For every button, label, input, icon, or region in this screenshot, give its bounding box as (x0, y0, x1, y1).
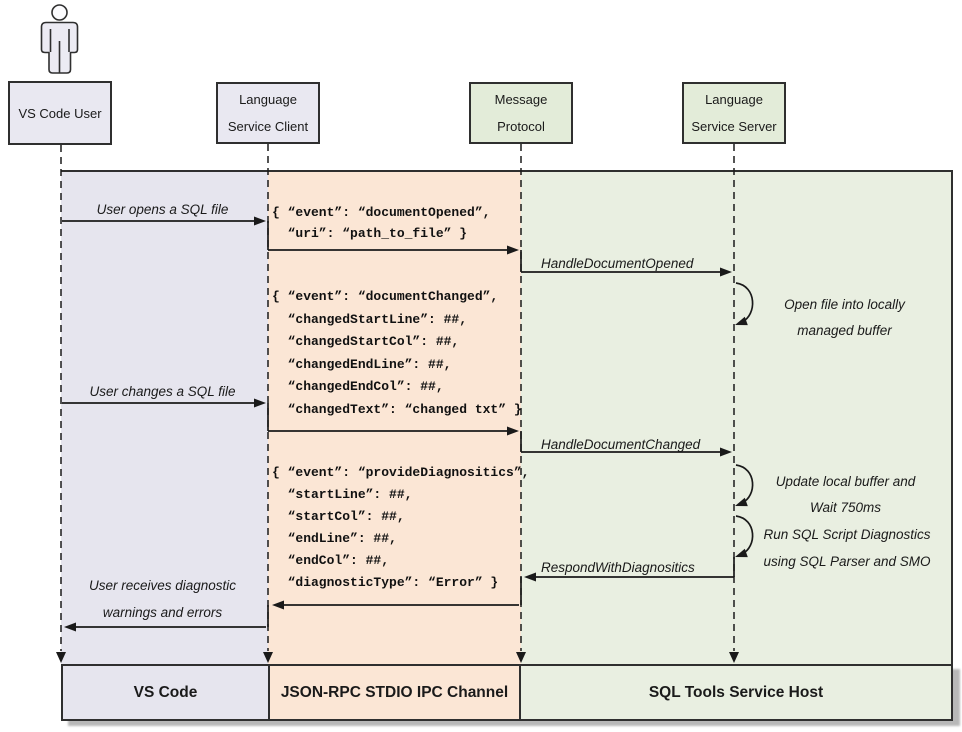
footer-box-ipc-channel: JSON-RPC STDIO IPC Channel (268, 666, 521, 719)
actor-label: Message (494, 92, 548, 107)
lane-top-border (61, 170, 953, 172)
actor-label: Protocol (497, 119, 545, 134)
footer-label: SQL Tools Service Host (648, 683, 824, 701)
footer-label: VS Code (133, 683, 198, 701)
label-handle-document-opened: HandleDocumentOpened (541, 256, 694, 271)
actor-box-message-protocol: Message Protocol (469, 82, 573, 144)
lane-band-service-host (521, 172, 953, 664)
json-document-opened: { “event”: “documentOpened”, “uri”: “pat… (272, 205, 491, 241)
actor-box-service-server: Language Service Server (682, 82, 786, 144)
note-update-buffer: Update local buffer and Wait 750ms (775, 474, 916, 515)
label-respond-with-diagnostics: RespondWithDiagnositics (541, 560, 695, 575)
actor-label: Language (705, 92, 763, 107)
label-user-changes: User changes a SQL file (89, 384, 236, 399)
actor-label: Language (239, 92, 297, 107)
lane-band-ipc-channel (268, 172, 521, 664)
footer-box-service-host: SQL Tools Service Host (521, 666, 951, 719)
footer-label: JSON-RPC STDIO IPC Channel (280, 683, 509, 701)
actor-box-service-client: Language Service Client (216, 82, 320, 144)
user-actor-icon (40, 4, 79, 74)
note-open-file: Open file into locally managed buffer (784, 297, 905, 338)
json-provide-diagnostics: { “event”: “provideDiagnositics”, “start… (272, 465, 530, 590)
actor-label: Service Server (691, 119, 777, 134)
label-handle-document-changed: HandleDocumentChanged (541, 437, 701, 452)
actor-box-vscode-user: VS Code User (8, 81, 112, 145)
actor-label: Service Client (227, 119, 309, 134)
lane-band-vscode (61, 172, 268, 664)
label-user-opens: User opens a SQL file (96, 202, 229, 217)
label-user-receives: User receives diagnostic warnings and er… (88, 578, 237, 620)
json-document-changed: { “event”: “documentChanged”, “changedSt… (272, 289, 522, 417)
note-run-diagnostics: Run SQL Script Diagnostics using SQL Par… (763, 527, 931, 569)
footer-box-vscode: VS Code (63, 666, 268, 719)
actor-label: VS Code User (18, 105, 102, 121)
lane-right-border (951, 171, 953, 664)
footer-lane-row: VS Code JSON-RPC STDIO IPC Channel SQL T… (61, 664, 953, 721)
